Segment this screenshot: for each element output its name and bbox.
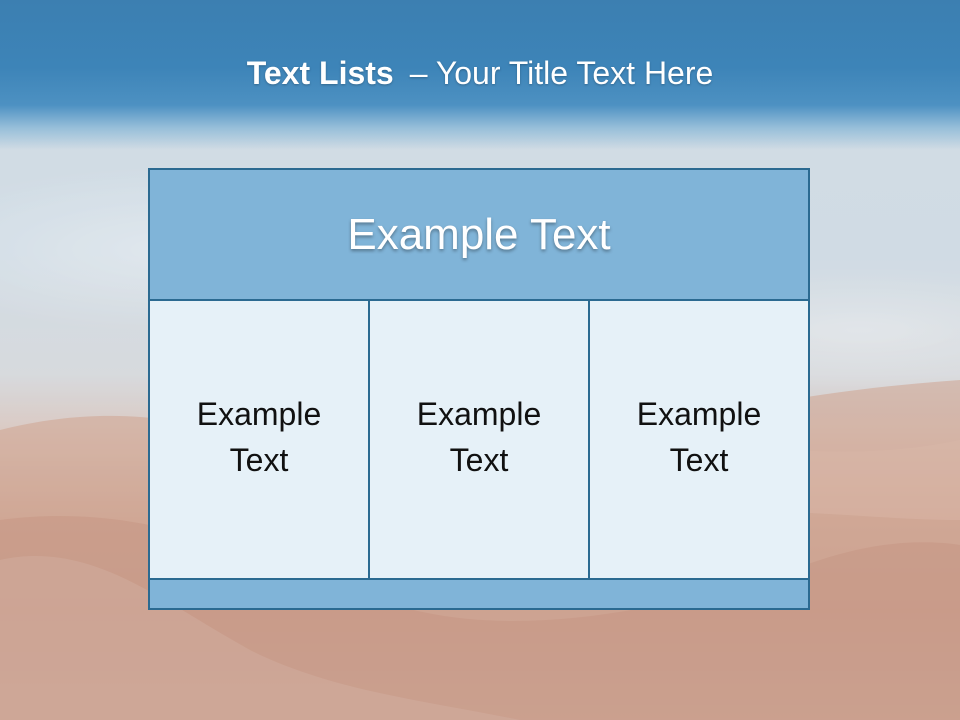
table-column-2: Example Text [370, 301, 590, 578]
text-list-table: Example Text Example Text Example Text E… [148, 168, 810, 610]
column-2-text: Example Text [416, 395, 542, 478]
column-1-text: Example Text [196, 395, 322, 478]
title-rest: – Your Title Text Here [409, 55, 714, 91]
table-column-1: Example Text [150, 301, 370, 578]
table-header-text: Example Text [347, 209, 611, 259]
table-header-cell: Example Text [150, 170, 808, 301]
title-bold: Text Lists [246, 55, 394, 91]
column-3-text: Example Text [636, 395, 762, 478]
table-footer-bar [150, 578, 808, 608]
table-column-3: Example Text [590, 301, 808, 578]
slide-title: Text Lists – Your Title Text Here [0, 55, 960, 92]
header-band [0, 0, 960, 150]
